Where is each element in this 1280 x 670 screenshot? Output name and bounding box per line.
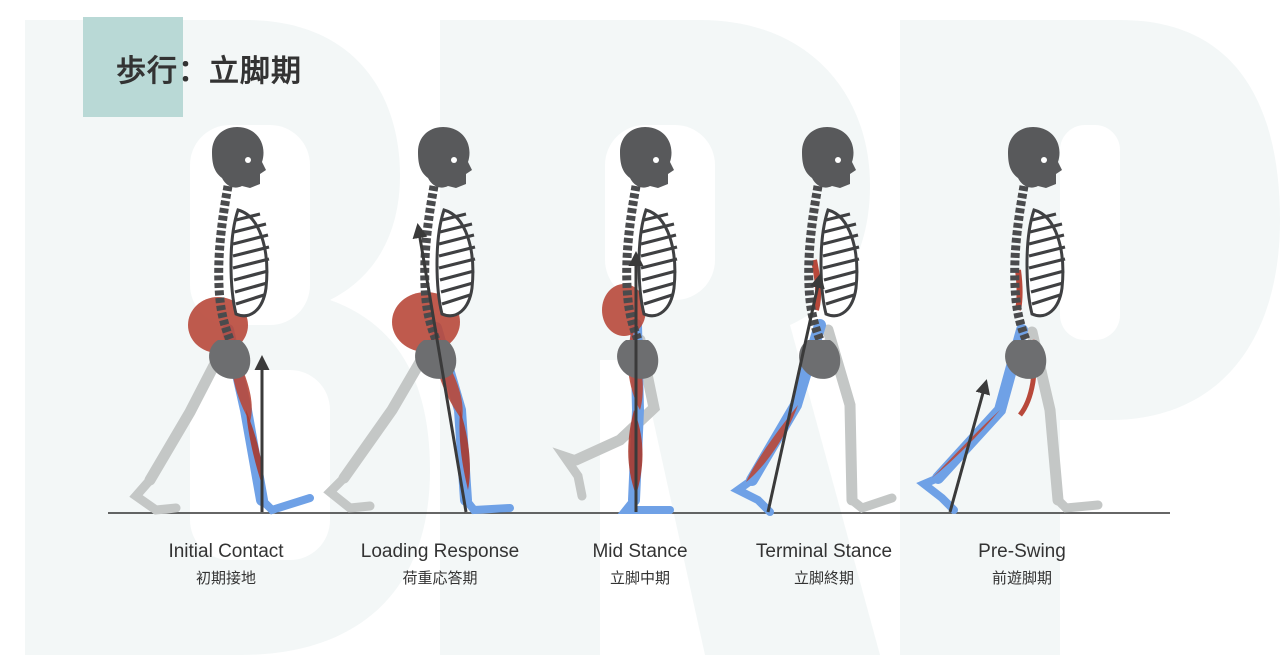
skeleton-figure-5 (924, 127, 1098, 510)
phase-name-en: Loading Response (330, 540, 550, 564)
phase-label-pre-swing: Pre-Swing 前遊脚期 (912, 540, 1132, 589)
phase-name-en: Initial Contact (116, 540, 336, 564)
skeleton-figure-1 (136, 127, 310, 510)
phase-name-ja: 初期接地 (116, 567, 336, 589)
skeleton-figure-4 (738, 127, 892, 512)
phase-name-ja: 荷重応答期 (330, 567, 550, 589)
phase-name-en: Terminal Stance (714, 540, 934, 564)
phase-label-initial-contact: Initial Contact 初期接地 (116, 540, 336, 589)
phase-name-en: Pre-Swing (912, 540, 1132, 564)
force-arrow-5 (950, 382, 986, 512)
skeleton-figure-2 (330, 127, 510, 510)
phase-name-ja: 前遊脚期 (912, 567, 1132, 589)
force-arrow-4 (768, 276, 820, 512)
phase-name-ja: 立脚終期 (714, 567, 934, 589)
phase-label-loading-response: Loading Response 荷重応答期 (330, 540, 550, 589)
phase-label-terminal-stance: Terminal Stance 立脚終期 (714, 540, 934, 589)
skeleton-figure-3 (564, 127, 677, 510)
